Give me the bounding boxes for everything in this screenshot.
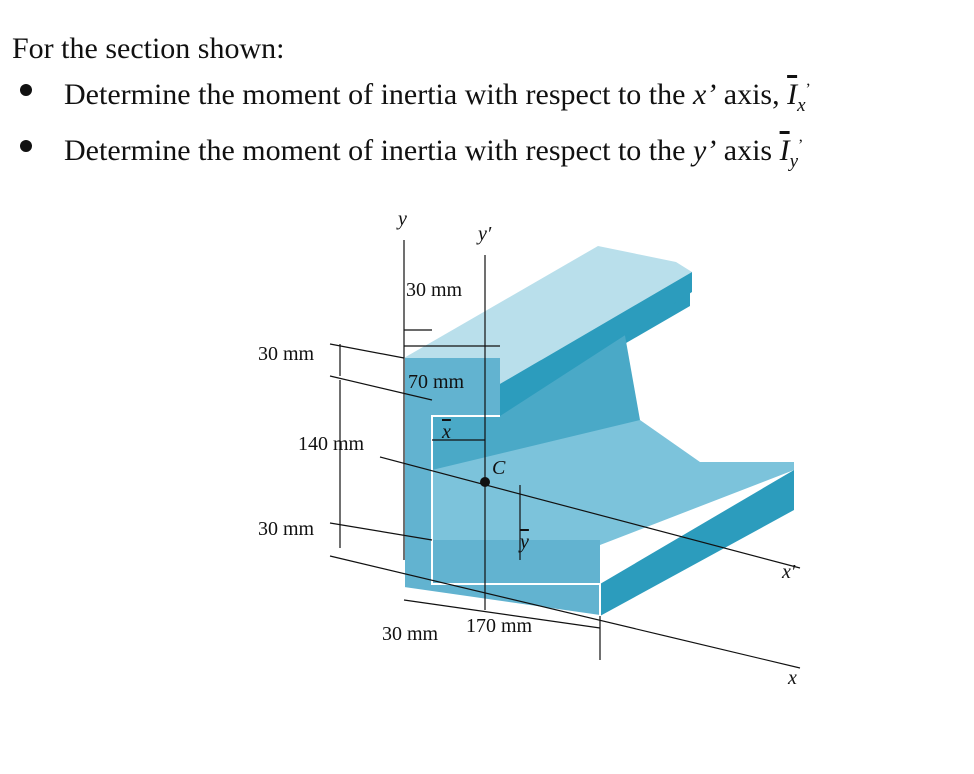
y-bar-label: y [518, 531, 529, 553]
x-prime-axis-label: x′ [781, 561, 796, 583]
dim-bottom-30 [403, 599, 433, 605]
task-text: Determine the moment of inertia with res… [64, 78, 686, 111]
bottom-flange-end [600, 470, 794, 616]
dim-label-web-thickness: 30 mm [382, 623, 439, 645]
dim-ext-top [329, 343, 405, 359]
dim-bottom-170 [431, 603, 601, 629]
dim-label-bottom-flange-depth: 30 mm [258, 518, 315, 540]
axis-symbol: y’ [692, 134, 717, 167]
axis-symbol: x’ [692, 78, 717, 111]
bottom-flange-top [432, 420, 794, 545]
dim-label-bottom-flange-width: 170 mm [466, 615, 533, 637]
y-prime-axis-label: y′ [476, 223, 492, 245]
problem-intro: For the section shown: [12, 32, 285, 65]
moment-prime: ’ [805, 81, 811, 98]
task-text: Determine the moment of inertia with res… [64, 134, 686, 167]
dim-ext-web [329, 522, 433, 541]
dim-label-top-flange-depth: 30 mm [258, 343, 315, 365]
x-prime-axis-line [379, 456, 801, 569]
x-axis-line [329, 555, 801, 669]
top-flange-end [500, 272, 692, 416]
moment-symbol: I [779, 134, 790, 167]
moment-prime: ’ [798, 137, 804, 154]
task-item-x: Determine the moment of inertia with res… [12, 70, 962, 126]
moment-subscript: x [797, 95, 806, 116]
x-bar-label: x [441, 421, 451, 443]
task-item-y: Determine the moment of inertia with res… [12, 126, 962, 182]
dim-label-top-flange-thickness: 30 mm [406, 279, 463, 301]
task-text-mid: axis [723, 134, 773, 167]
front-face [404, 358, 600, 616]
front-edge-highlight [403, 358, 601, 618]
centroid-label: C [492, 457, 506, 479]
moment-symbol: I [787, 78, 798, 111]
dim-ext-flange [329, 375, 433, 401]
i-section-solid [403, 246, 794, 618]
task-text-mid: axis, [723, 78, 780, 111]
dim-label-web-height: 140 mm [298, 433, 365, 455]
dim-label-top-flange-width: 70 mm [408, 371, 465, 393]
problem-statement: For the section shown: Determine the mom… [12, 28, 962, 182]
bullet-icon [20, 140, 32, 152]
moment-subscript: y [789, 151, 799, 172]
y-axis-label: y [396, 208, 407, 230]
axes-and-dimensions [329, 240, 801, 669]
centroid-dot [480, 477, 490, 487]
bullet-icon [20, 84, 32, 96]
x-axis-label: x [787, 667, 797, 689]
